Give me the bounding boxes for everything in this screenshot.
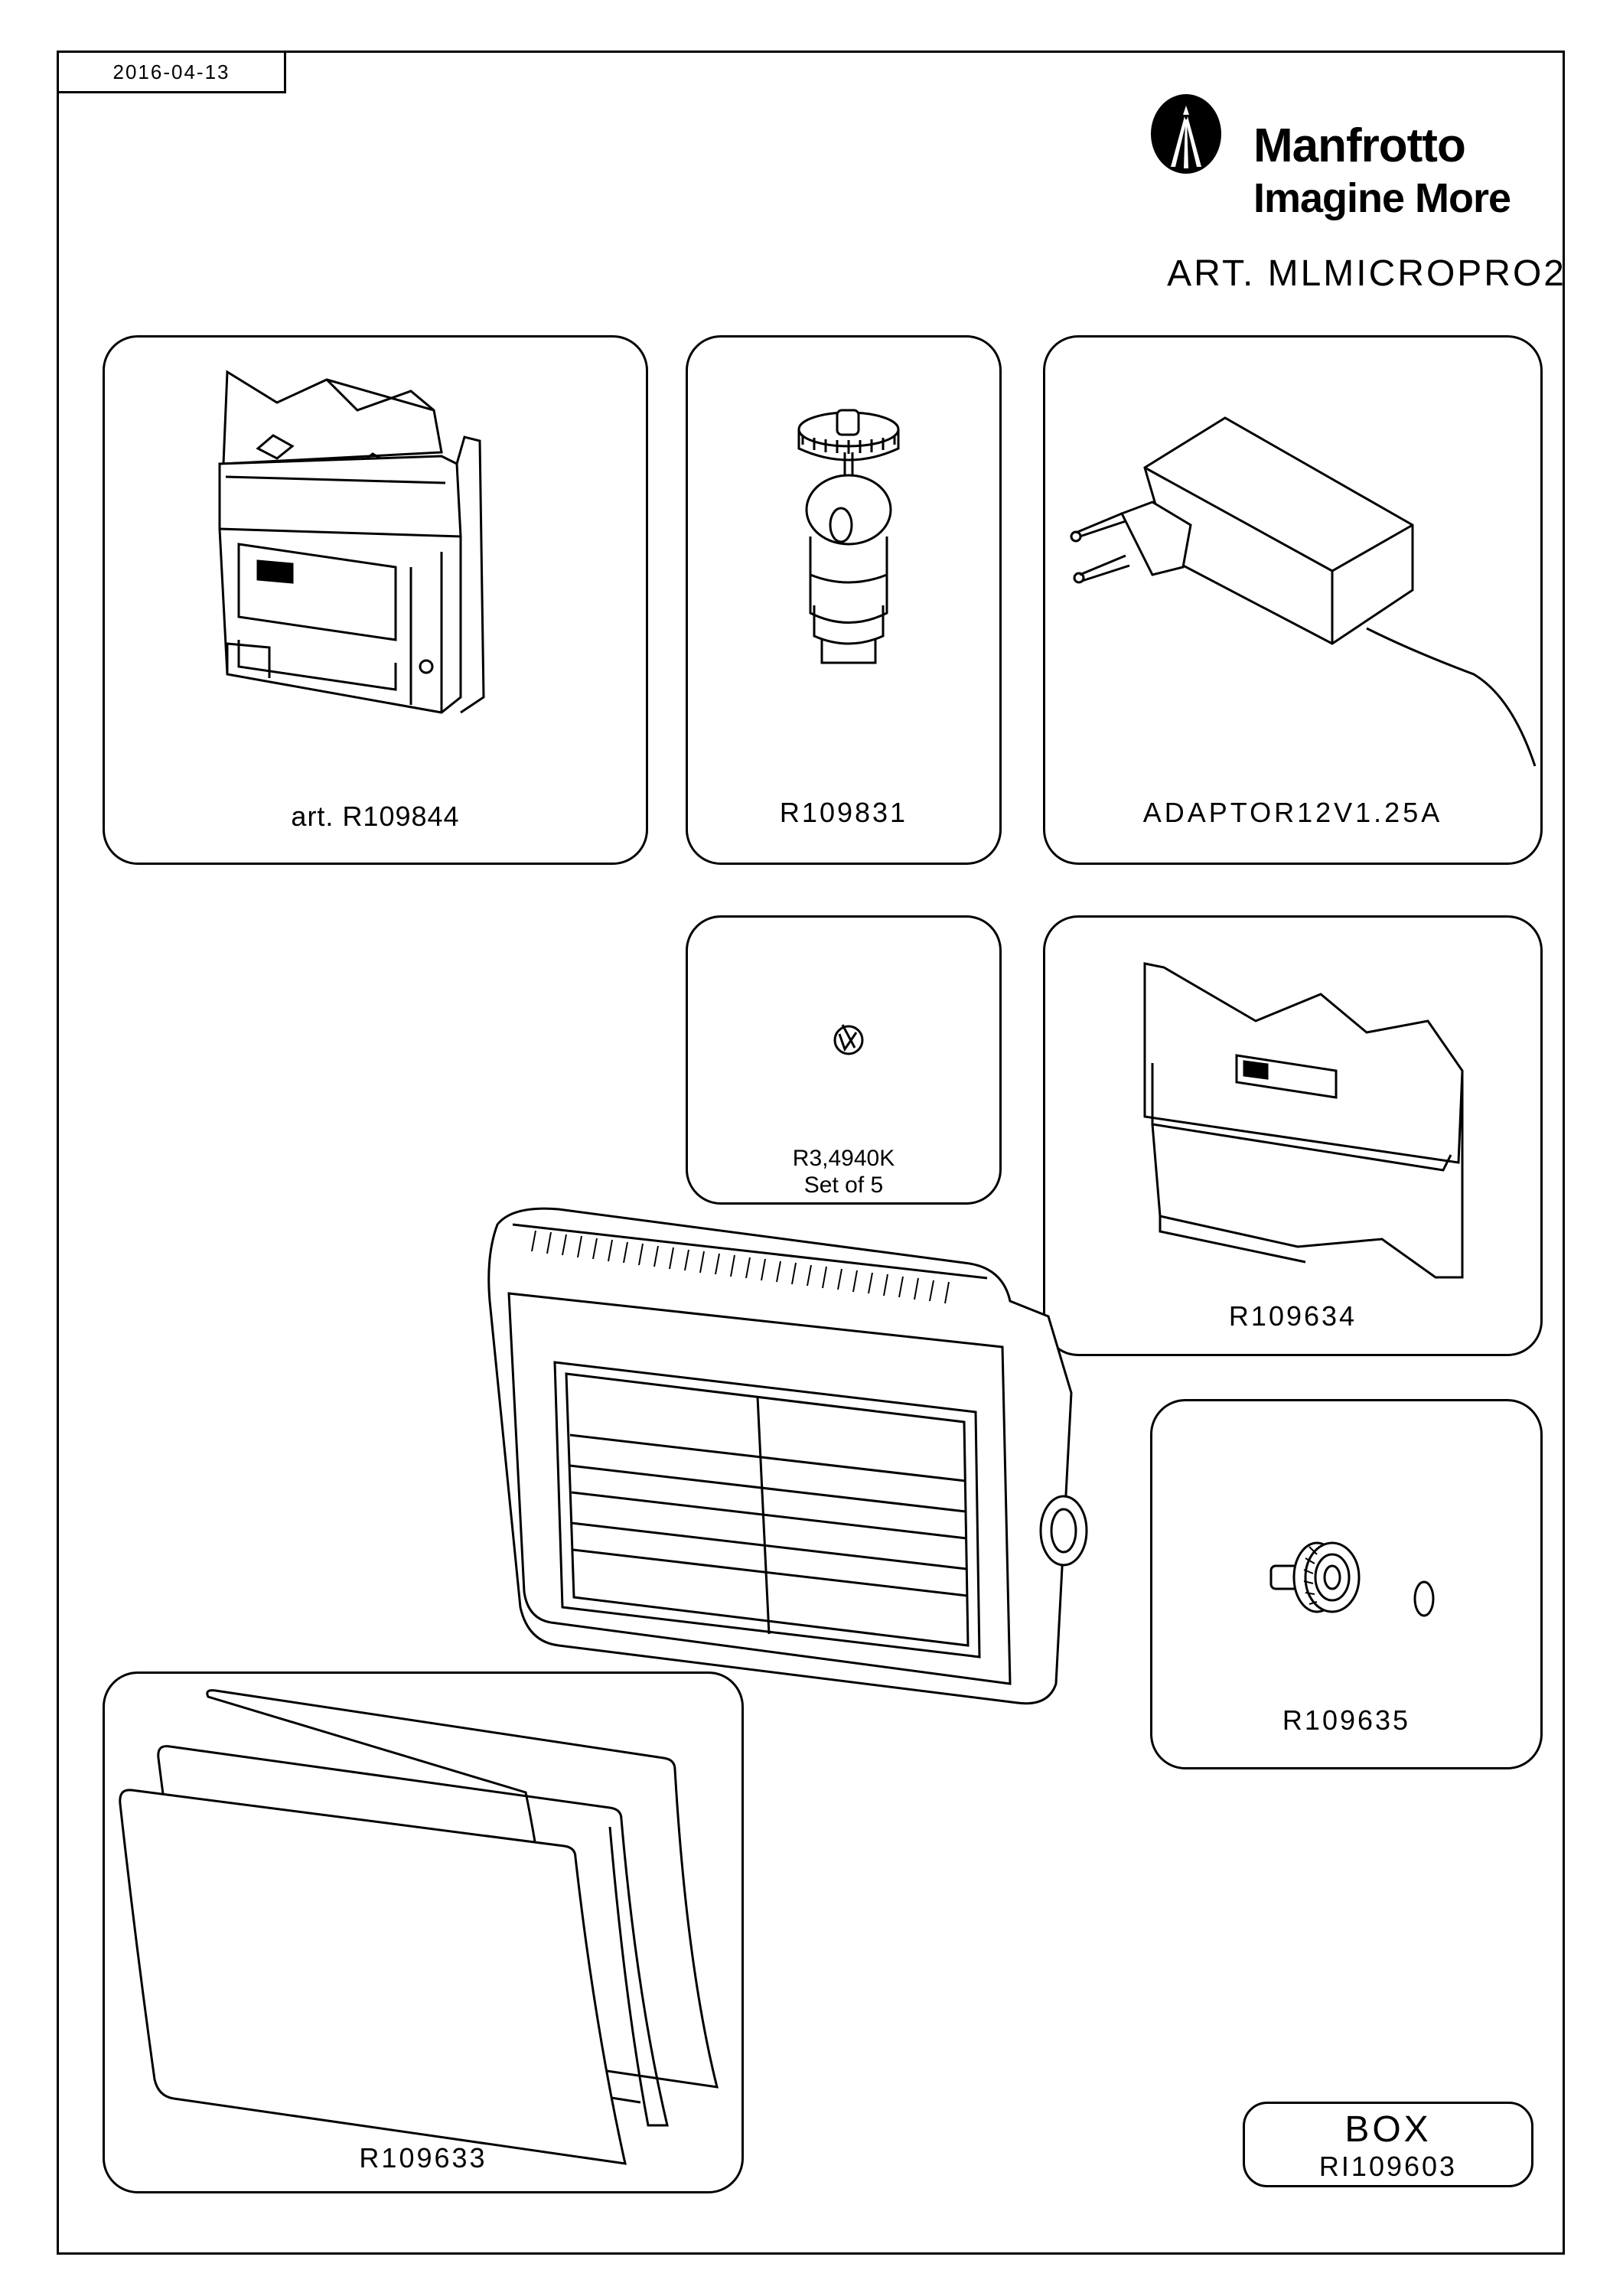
part-panel-filter-holder: R109634: [1043, 915, 1543, 1356]
power-adaptor-drawing: [1045, 338, 1545, 867]
part-code-battery-adapter: art. R109844: [291, 801, 460, 832]
manfrotto-logo: Manfrotto Imagine More: [1148, 92, 1546, 230]
screw-code: R3,4940K: [792, 1146, 895, 1171]
part-panel-power-adaptor: ADAPTOR12V1.25A: [1043, 335, 1543, 865]
led-light-drawing: [467, 1194, 1102, 1730]
part-code-screw-set: R3,4940K Set of 5: [688, 1146, 999, 1199]
screw-quantity: Set of 5: [803, 1172, 884, 1198]
date-text: 2016-04-13: [112, 60, 230, 83]
date-box: 2016-04-13: [57, 51, 286, 93]
part-panel-diffuser-filters: R109633: [103, 1671, 744, 2193]
knob-drawing: [1152, 1401, 1545, 1772]
part-code-filter-holder: R109634: [1228, 1300, 1357, 1332]
brand-tagline: Imagine More: [1253, 175, 1511, 221]
brand-name: Manfrotto: [1253, 119, 1466, 172]
ball-head-drawing: [688, 338, 1004, 867]
tripod-logo-icon: [1151, 94, 1221, 174]
part-panel-battery-adapter: art. R109844: [103, 335, 648, 865]
part-code-diffuser-filters: R109633: [359, 2142, 487, 2174]
box-label: BOX RI109603: [1243, 2102, 1533, 2187]
battery-adapter-drawing: [105, 338, 650, 867]
article-number: ART. MLMICROPRO2: [1167, 253, 1566, 294]
part-panel-ball-head: R109831: [686, 335, 1002, 865]
filter-holder-drawing: [1045, 918, 1545, 1358]
diffuser-filters-drawing: [105, 1674, 746, 2196]
part-code-ball-head: R109831: [779, 797, 908, 828]
screw-drawing: [688, 918, 1004, 1207]
part-panel-knob: R109635: [1150, 1399, 1543, 1769]
drawing-frame: [57, 51, 1565, 2255]
box-code: RI109603: [1318, 2151, 1458, 2182]
part-code-knob: R109635: [1282, 1704, 1411, 1736]
part-panel-screw-set: R3,4940K Set of 5: [686, 915, 1002, 1205]
part-code-power-adaptor: ADAPTOR12V1.25A: [1142, 797, 1443, 828]
box-title: BOX: [1344, 2109, 1432, 2150]
